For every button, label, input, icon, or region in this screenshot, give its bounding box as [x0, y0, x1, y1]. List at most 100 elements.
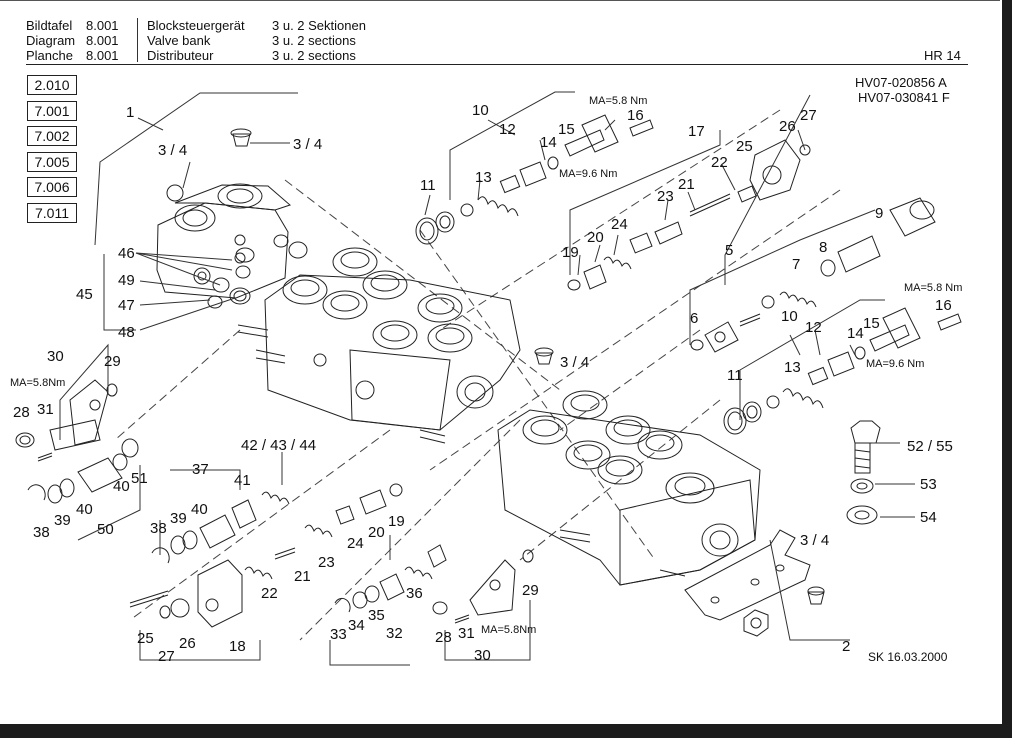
torque-spec: MA=9.6 Nm	[866, 358, 924, 370]
callout-36: 36	[406, 585, 423, 602]
torque-spec: MA=9.6 Nm	[559, 168, 617, 180]
sheet-code: HR 14	[924, 48, 961, 63]
callout-39: 39	[54, 512, 71, 529]
callout-22: 22	[711, 154, 728, 171]
valve-bank-3-sections	[237, 247, 554, 444]
callout-37: 37	[192, 461, 209, 478]
callout-3-4: 3 / 4	[560, 354, 589, 371]
callout-7: 7	[792, 256, 800, 273]
callout-11: 11	[727, 367, 743, 384]
callout-30: 30	[47, 348, 64, 365]
callout-29: 29	[104, 353, 121, 370]
callout-9: 9	[875, 205, 883, 222]
reference-box: 7.002	[27, 126, 77, 146]
callout-39: 39	[170, 510, 187, 527]
callout-33: 33	[330, 626, 347, 643]
callout-41: 41	[234, 472, 251, 489]
header-row-2: Diagram 8.001 Valve bank 3 u. 2 sections	[0, 33, 700, 48]
callout-40: 40	[76, 501, 93, 518]
callout-10: 10	[472, 102, 489, 119]
callout-19: 19	[562, 244, 579, 261]
callout-34: 34	[348, 617, 365, 634]
callout-3-4: 3 / 4	[800, 532, 829, 549]
callout-5: 5	[725, 242, 733, 259]
callout-20: 20	[587, 229, 604, 246]
header-label: Planche	[26, 48, 73, 63]
parts-group-37-44	[151, 491, 290, 564]
header-label: Diagram	[26, 33, 76, 48]
header-row-1: Bildtafel 8.001 Blocksteuergerät 3 u. 2 …	[0, 18, 700, 33]
bolt-and-washers	[846, 420, 881, 525]
callout-54: 54	[920, 509, 937, 526]
callout-13: 13	[475, 169, 492, 186]
reference-box: 7.001	[27, 101, 77, 121]
callout-30: 30	[474, 647, 491, 664]
callout-25: 25	[137, 630, 154, 647]
callout-2: 2	[842, 638, 850, 655]
callout-49: 49	[118, 272, 135, 289]
callout-15: 15	[863, 315, 880, 332]
callout-26: 26	[179, 635, 196, 652]
torque-labels: MA=5.8 Nm MA=9.6 Nm MA=5.8 Nm MA=9.6 Nm …	[10, 95, 962, 636]
callout-21: 21	[678, 176, 695, 193]
parts-row-5-9	[690, 197, 936, 353]
callout-50: 50	[97, 521, 114, 538]
assembly-axis-lines	[114, 109, 841, 641]
callout-labels: 1 3 / 4 3 / 4 46 49 47 48 45 30 29 28 31…	[13, 102, 953, 665]
header-sections: 3 u. 2 sections	[272, 48, 356, 63]
callout-32: 32	[386, 625, 403, 642]
parts-row-top-10-16	[415, 114, 654, 245]
frame-right-border	[1002, 0, 1012, 738]
callout-1: 1	[126, 104, 134, 121]
exploded-view-drawing: 1 3 / 4 3 / 4 46 49 47 48 45 30 29 28 31…	[10, 91, 962, 666]
callout-42-43-44: 42 / 43 / 44	[241, 437, 316, 454]
callout-38: 38	[150, 520, 167, 537]
torque-spec: MA=5.8 Nm	[904, 282, 962, 294]
parts-row-right-10-16	[723, 307, 962, 435]
parts-group-38-51	[27, 438, 139, 504]
callout-12: 12	[499, 121, 516, 138]
callout-16: 16	[627, 107, 644, 124]
header-number: 8.001	[86, 48, 119, 63]
header-sections: 3 u. 2 sections	[272, 33, 356, 48]
reference-box: 7.011	[27, 203, 77, 223]
callout-27: 27	[800, 107, 817, 124]
callout-28: 28	[13, 404, 30, 421]
torque-spec: MA=5.8 Nm	[589, 95, 647, 107]
reference-box: 7.006	[27, 177, 77, 197]
callout-19: 19	[388, 513, 405, 530]
callout-24: 24	[347, 535, 364, 552]
valve-bank-2-sections	[497, 390, 761, 586]
torque-spec: MA=5.8Nm	[481, 624, 536, 636]
callout-21: 21	[294, 568, 311, 585]
callout-23: 23	[657, 188, 674, 205]
callout-38: 38	[33, 524, 50, 541]
parts-group-32-36	[334, 544, 447, 613]
callout-3-4: 3 / 4	[158, 142, 187, 159]
callout-10: 10	[781, 308, 798, 325]
callout-22: 22	[261, 585, 278, 602]
callout-23: 23	[318, 554, 335, 571]
callout-31: 31	[37, 401, 54, 418]
header-title: Valve bank	[147, 33, 211, 48]
callout-8: 8	[819, 239, 827, 256]
drawing-number: HV07-020856 A	[855, 75, 947, 90]
callout-20: 20	[368, 524, 385, 541]
frame-top-line	[0, 0, 1000, 1]
callout-12: 12	[805, 319, 822, 336]
callout-14: 14	[847, 325, 864, 342]
torque-spec: MA=5.8Nm	[10, 377, 65, 389]
callout-40: 40	[113, 478, 130, 495]
callout-45: 45	[76, 286, 93, 303]
callout-11: 11	[420, 177, 436, 194]
callout-53: 53	[920, 476, 937, 493]
footer-stamp: SK 16.03.2000	[868, 650, 948, 664]
valve-section-top-left	[156, 128, 291, 299]
callout-6: 6	[690, 310, 698, 327]
parts-group-18-27	[129, 483, 403, 628]
callout-15: 15	[558, 121, 575, 138]
callout-26: 26	[779, 118, 796, 135]
callout-51: 51	[131, 470, 148, 487]
callout-17: 17	[688, 123, 705, 140]
callout-14: 14	[540, 134, 557, 151]
